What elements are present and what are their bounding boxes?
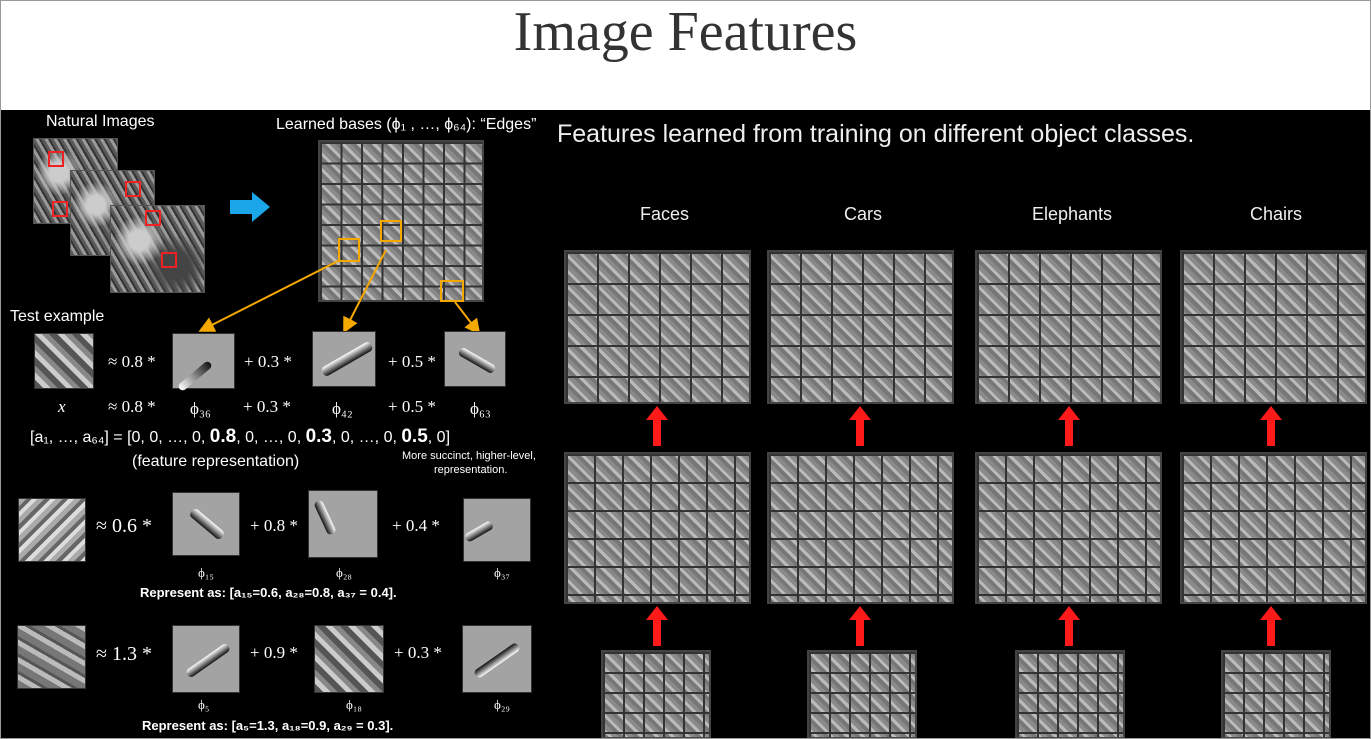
vector-mid-2: , 0, …, 0, xyxy=(332,429,402,446)
up-arrow-icon xyxy=(1260,606,1282,646)
faces-edge-bases xyxy=(601,650,711,739)
eq1-plus2: + 0.5 * xyxy=(388,352,436,371)
edge-stroke xyxy=(313,499,337,536)
eq1-x-label: x xyxy=(58,397,66,416)
eq3-approx: ≈ 1.3 * xyxy=(96,643,152,665)
elephants-object-parts xyxy=(975,250,1162,404)
phi-5-label: ϕ₅ xyxy=(198,697,210,712)
phi-29-label: ϕ₂₉ xyxy=(494,697,510,712)
phi-28-label: ϕ₂₈ xyxy=(336,565,352,580)
basis-highlight-63 xyxy=(440,280,464,302)
phi-18-label: ϕ₁₈ xyxy=(346,697,362,712)
natural-image-3 xyxy=(110,205,205,293)
eq3-represent: Represent as: [a₅=1.3, a₁₈=0.9, a₂₉ = 0.… xyxy=(142,718,394,733)
faces-mid-features xyxy=(564,452,751,604)
sparse-coding-panel: Natural Images Learned bases (ϕ₁ , …, ϕ₆… xyxy=(0,110,545,739)
learned-bases-label: Learned bases (ϕ₁ , …, ϕ₆₄): “Edges” xyxy=(276,116,537,133)
eq1-row2-approx: ≈ 0.8 * xyxy=(108,397,156,416)
class-label-cars: Cars xyxy=(844,204,883,224)
phi-15-label: ϕ₁₅ xyxy=(198,565,214,580)
edge-stroke xyxy=(473,641,521,680)
eq3-plus1: + 0.9 * xyxy=(250,643,298,662)
edge-stroke xyxy=(177,360,213,392)
edge-stroke xyxy=(184,642,232,679)
eq3-plus2: + 0.3 * xyxy=(394,643,442,662)
cars-mid-features xyxy=(767,452,954,604)
natural-images-label: Natural Images xyxy=(46,113,155,130)
basis-phi-28 xyxy=(308,490,378,558)
basis-phi-5 xyxy=(172,625,240,693)
cars-edge-bases xyxy=(807,650,917,739)
class-label-faces: Faces xyxy=(640,204,690,224)
chairs-object-parts xyxy=(1180,250,1367,404)
phi-36-label: ϕ₃₆ xyxy=(190,399,211,418)
elephants-mid-features xyxy=(975,452,1162,604)
succinct-note-line2: representation. xyxy=(434,464,508,476)
vector-prefix: [a₁, …, a₆₄] = [0, 0, …, 0, xyxy=(30,429,210,446)
hierarchy-panel: Features learned from training on differ… xyxy=(545,110,1371,739)
eq2-represent: Represent as: [a₁₅=0.6, a₂₈=0.8, a₃₇ = 0… xyxy=(140,585,397,600)
chairs-mid-features xyxy=(1180,452,1367,604)
basis-phi-15 xyxy=(172,492,240,556)
basis-phi-36 xyxy=(172,333,235,392)
basis-phi-18 xyxy=(314,625,384,693)
basis-highlight-36 xyxy=(338,238,360,262)
phi-63-label: ϕ₆₃ xyxy=(470,399,491,418)
basis-phi-29 xyxy=(462,625,532,693)
phi-42-label: ϕ₄₂ xyxy=(332,399,353,418)
basis-arrows xyxy=(198,250,481,336)
vector-value-1: 0.8 xyxy=(209,426,237,447)
feature-representation-label: (feature representation) xyxy=(132,453,300,470)
chairs-edge-bases xyxy=(1221,650,1331,739)
eq2-plus1: + 0.8 * xyxy=(250,516,298,535)
eq2-approx: ≈ 0.6 * xyxy=(96,515,152,537)
up-arrow-icon xyxy=(1058,606,1080,646)
up-arrow-icon xyxy=(1260,406,1282,446)
cars-object-parts xyxy=(767,250,954,404)
succinct-note-line1: More succinct, higher-level, xyxy=(402,450,536,462)
up-arrow-icon xyxy=(646,606,668,646)
edge-stroke xyxy=(188,507,226,541)
elephants-edge-bases xyxy=(1015,650,1125,739)
patch-box xyxy=(48,151,64,167)
basis-phi-42 xyxy=(312,331,376,387)
up-arrow-icon xyxy=(646,406,668,446)
patch-box xyxy=(145,210,161,226)
eq2-plus2: + 0.4 * xyxy=(392,516,440,535)
edge-stroke xyxy=(463,520,495,543)
faces-object-parts xyxy=(564,250,751,404)
class-label-chairs: Chairs xyxy=(1250,204,1303,224)
vector-suffix: , 0] xyxy=(427,429,451,446)
patch-box xyxy=(161,252,177,268)
right-arrow-icon xyxy=(230,192,270,222)
patch-box xyxy=(52,201,68,217)
example-patch-2 xyxy=(18,498,86,562)
eq1-plus1: + 0.3 * xyxy=(244,352,292,371)
up-arrow-icon xyxy=(1058,406,1080,446)
basis-phi-63 xyxy=(444,331,506,387)
test-patch-x xyxy=(34,333,94,389)
eq1-approx: ≈ 0.8 * xyxy=(108,352,156,371)
vector-value-3: 0.5 xyxy=(401,426,428,447)
vector-value-2: 0.3 xyxy=(305,426,332,447)
hierarchy-heading: Features learned from training on differ… xyxy=(557,120,1195,148)
feature-vector: [a₁, …, a₆₄] = [0, 0, …, 0, 0.8, 0, …, 0… xyxy=(30,426,450,448)
eq1-row2-plus2: + 0.5 * xyxy=(388,397,436,416)
up-arrow-icon xyxy=(849,606,871,646)
eq1-row2-plus1: + 0.3 * xyxy=(243,397,291,416)
basis-phi-37 xyxy=(463,498,531,562)
patch-box xyxy=(125,181,141,197)
up-arrow-icon xyxy=(849,406,871,446)
class-label-elephants: Elephants xyxy=(1032,204,1113,224)
edge-stroke xyxy=(320,340,374,378)
basis-highlight-42 xyxy=(380,220,402,242)
slide-title: Image Features xyxy=(513,1,858,63)
test-example-label: Test example xyxy=(10,308,105,325)
edge-stroke xyxy=(457,346,497,375)
phi-37-label: ϕ₃₇ xyxy=(494,565,510,580)
vector-mid-1: , 0, …, 0, xyxy=(236,429,306,446)
example-patch-3 xyxy=(17,625,86,689)
